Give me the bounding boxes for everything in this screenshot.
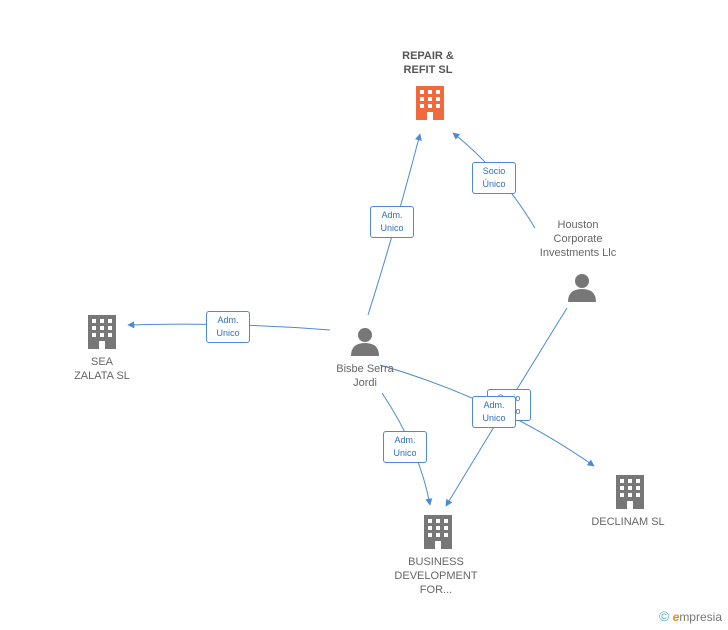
edge-badge-line: Unico: [393, 448, 417, 458]
building-icon[interactable]: [616, 475, 644, 509]
node-label-line: Corporate: [553, 233, 603, 245]
person-icon[interactable]: [350, 326, 380, 356]
person-icon[interactable]: [567, 272, 597, 302]
node-label-line: FOR...: [419, 584, 453, 596]
edge-badge-line: Adm.: [381, 210, 403, 220]
node-label-line: REFIT SL: [403, 64, 453, 76]
edge-badge-line: Unico: [482, 413, 506, 423]
building-icon[interactable]: [88, 315, 116, 349]
copyright-symbol: ©: [658, 608, 670, 624]
edge-badge-line: Socio: [482, 166, 506, 176]
node-label-repair-refit[interactable]: REPAIR & REFIT SL: [378, 49, 478, 77]
brand-name: mpresia: [679, 610, 722, 624]
node-label-business-development[interactable]: BUSINESS DEVELOPMENT FOR...: [378, 555, 494, 597]
node-label-line: DECLINAM SL: [591, 516, 665, 528]
edge-badge-bisbe-business[interactable]: Adm. Unico: [383, 431, 427, 463]
node-label-line: SEA: [90, 356, 113, 368]
node-label-declinam[interactable]: DECLINAM SL: [578, 515, 678, 529]
node-label-line: DEVELOPMENT: [394, 570, 478, 582]
edge-badge-houston-repair[interactable]: Socio Único: [472, 162, 516, 194]
node-label-sea-zalata[interactable]: SEA ZALATA SL: [52, 355, 152, 383]
node-label-houston[interactable]: Houston Corporate Investments Llc: [518, 218, 638, 260]
node-label-line: ZALATA SL: [74, 370, 130, 382]
edge-badge-line: Unico: [380, 223, 404, 233]
building-icon[interactable]: [424, 515, 452, 549]
edge-badge-line: Unico: [216, 328, 240, 338]
node-label-line: REPAIR &: [402, 50, 454, 62]
edge-badge-bisbe-repair[interactable]: Adm. Unico: [370, 206, 414, 238]
edge-badge-bisbe-sea[interactable]: Adm. Unico: [206, 311, 250, 343]
edge-badge-line: Adm.: [483, 400, 505, 410]
edge-badge-bisbe-declinam[interactable]: Adm. Unico: [472, 396, 516, 428]
node-label-bisbe[interactable]: Bisbe Serra Jordi: [315, 362, 415, 390]
edge-badge-line: Único: [482, 179, 506, 189]
empresia-logo: © empresia: [659, 608, 722, 624]
node-label-line: Jordi: [353, 377, 377, 389]
node-label-line: Bisbe Serra: [336, 363, 394, 375]
node-label-line: BUSINESS: [408, 556, 464, 568]
brand-initial: e: [672, 610, 680, 624]
edge-badge-line: Adm.: [394, 435, 416, 445]
node-label-line: Investments Llc: [539, 247, 617, 259]
edge-badge-line: Adm.: [217, 315, 239, 325]
node-label-line: Houston: [557, 219, 599, 231]
building-icon[interactable]: [416, 86, 444, 120]
